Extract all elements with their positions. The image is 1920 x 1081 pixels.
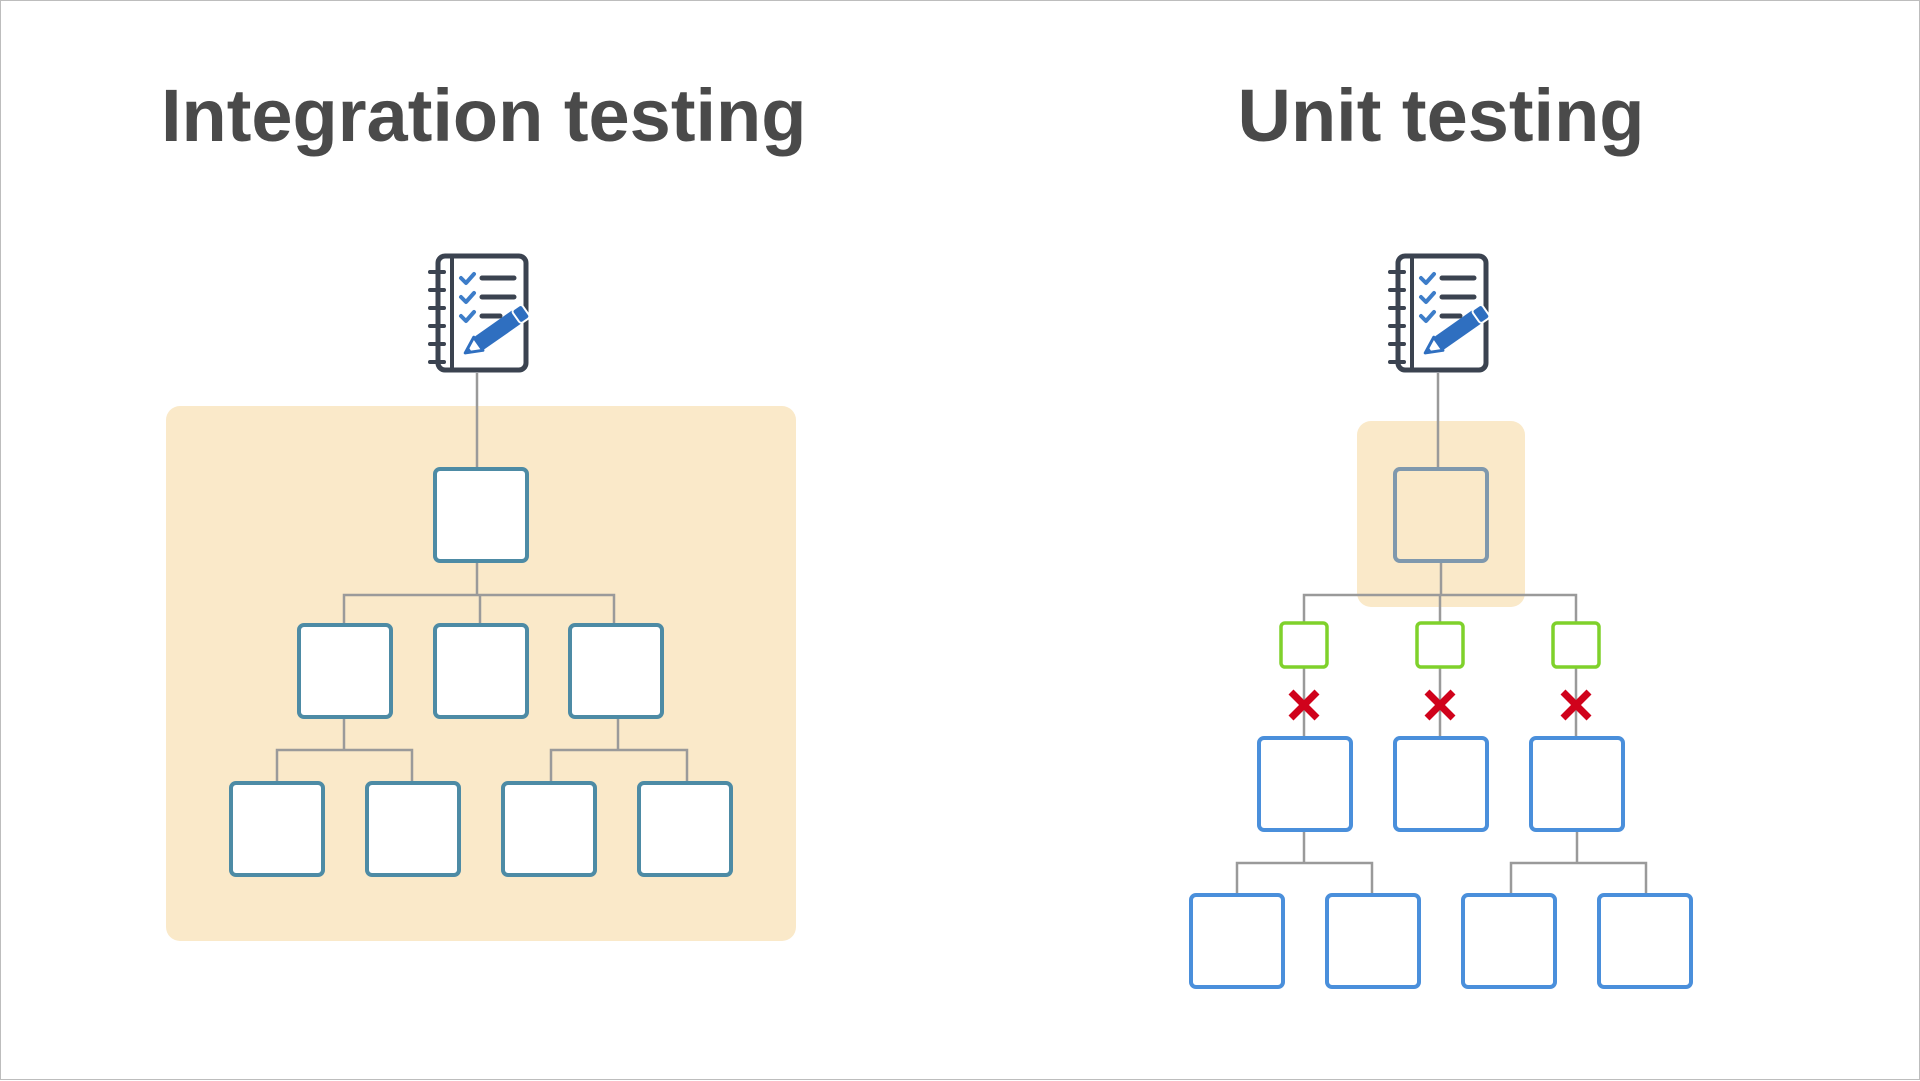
test-checklist-icon [430, 256, 530, 370]
integration-testing-title: Integration testing [161, 74, 807, 157]
integration-module-level3-3 [501, 781, 597, 877]
integration-module-level2-3 [568, 623, 664, 719]
cross-icon [1560, 689, 1592, 721]
integration-module-level3-2 [365, 781, 461, 877]
stub-3 [1551, 621, 1601, 669]
unit-module-level2-1 [1257, 736, 1353, 832]
unit-module-level3-1 [1189, 893, 1285, 989]
unit-module-level2-2 [1393, 736, 1489, 832]
integration-module-level2-2 [433, 623, 529, 719]
cross-icon [1424, 689, 1456, 721]
unit-testing-title: Unit testing [1237, 74, 1645, 157]
integration-modules [229, 467, 733, 877]
stubs [1279, 621, 1601, 669]
integration-connectors [275, 373, 689, 781]
test-checklist-icon [1390, 256, 1490, 370]
unit-modules [1189, 736, 1693, 989]
integration-module-level2-1 [297, 623, 393, 719]
stub-2 [1415, 621, 1465, 669]
unit-module-level3-4 [1597, 893, 1693, 989]
cross-icon [1288, 689, 1320, 721]
integration-module-root [433, 467, 529, 563]
integration-module-level3-1 [229, 781, 325, 877]
disconnected-links [1288, 689, 1592, 721]
unit-module-under-test [1393, 467, 1489, 563]
unit-module-level3-2 [1325, 893, 1421, 989]
unit-module-level2-3 [1529, 736, 1625, 832]
stub-1 [1279, 621, 1329, 669]
unit-module-level3-3 [1461, 893, 1557, 989]
integration-module-level3-4 [637, 781, 733, 877]
